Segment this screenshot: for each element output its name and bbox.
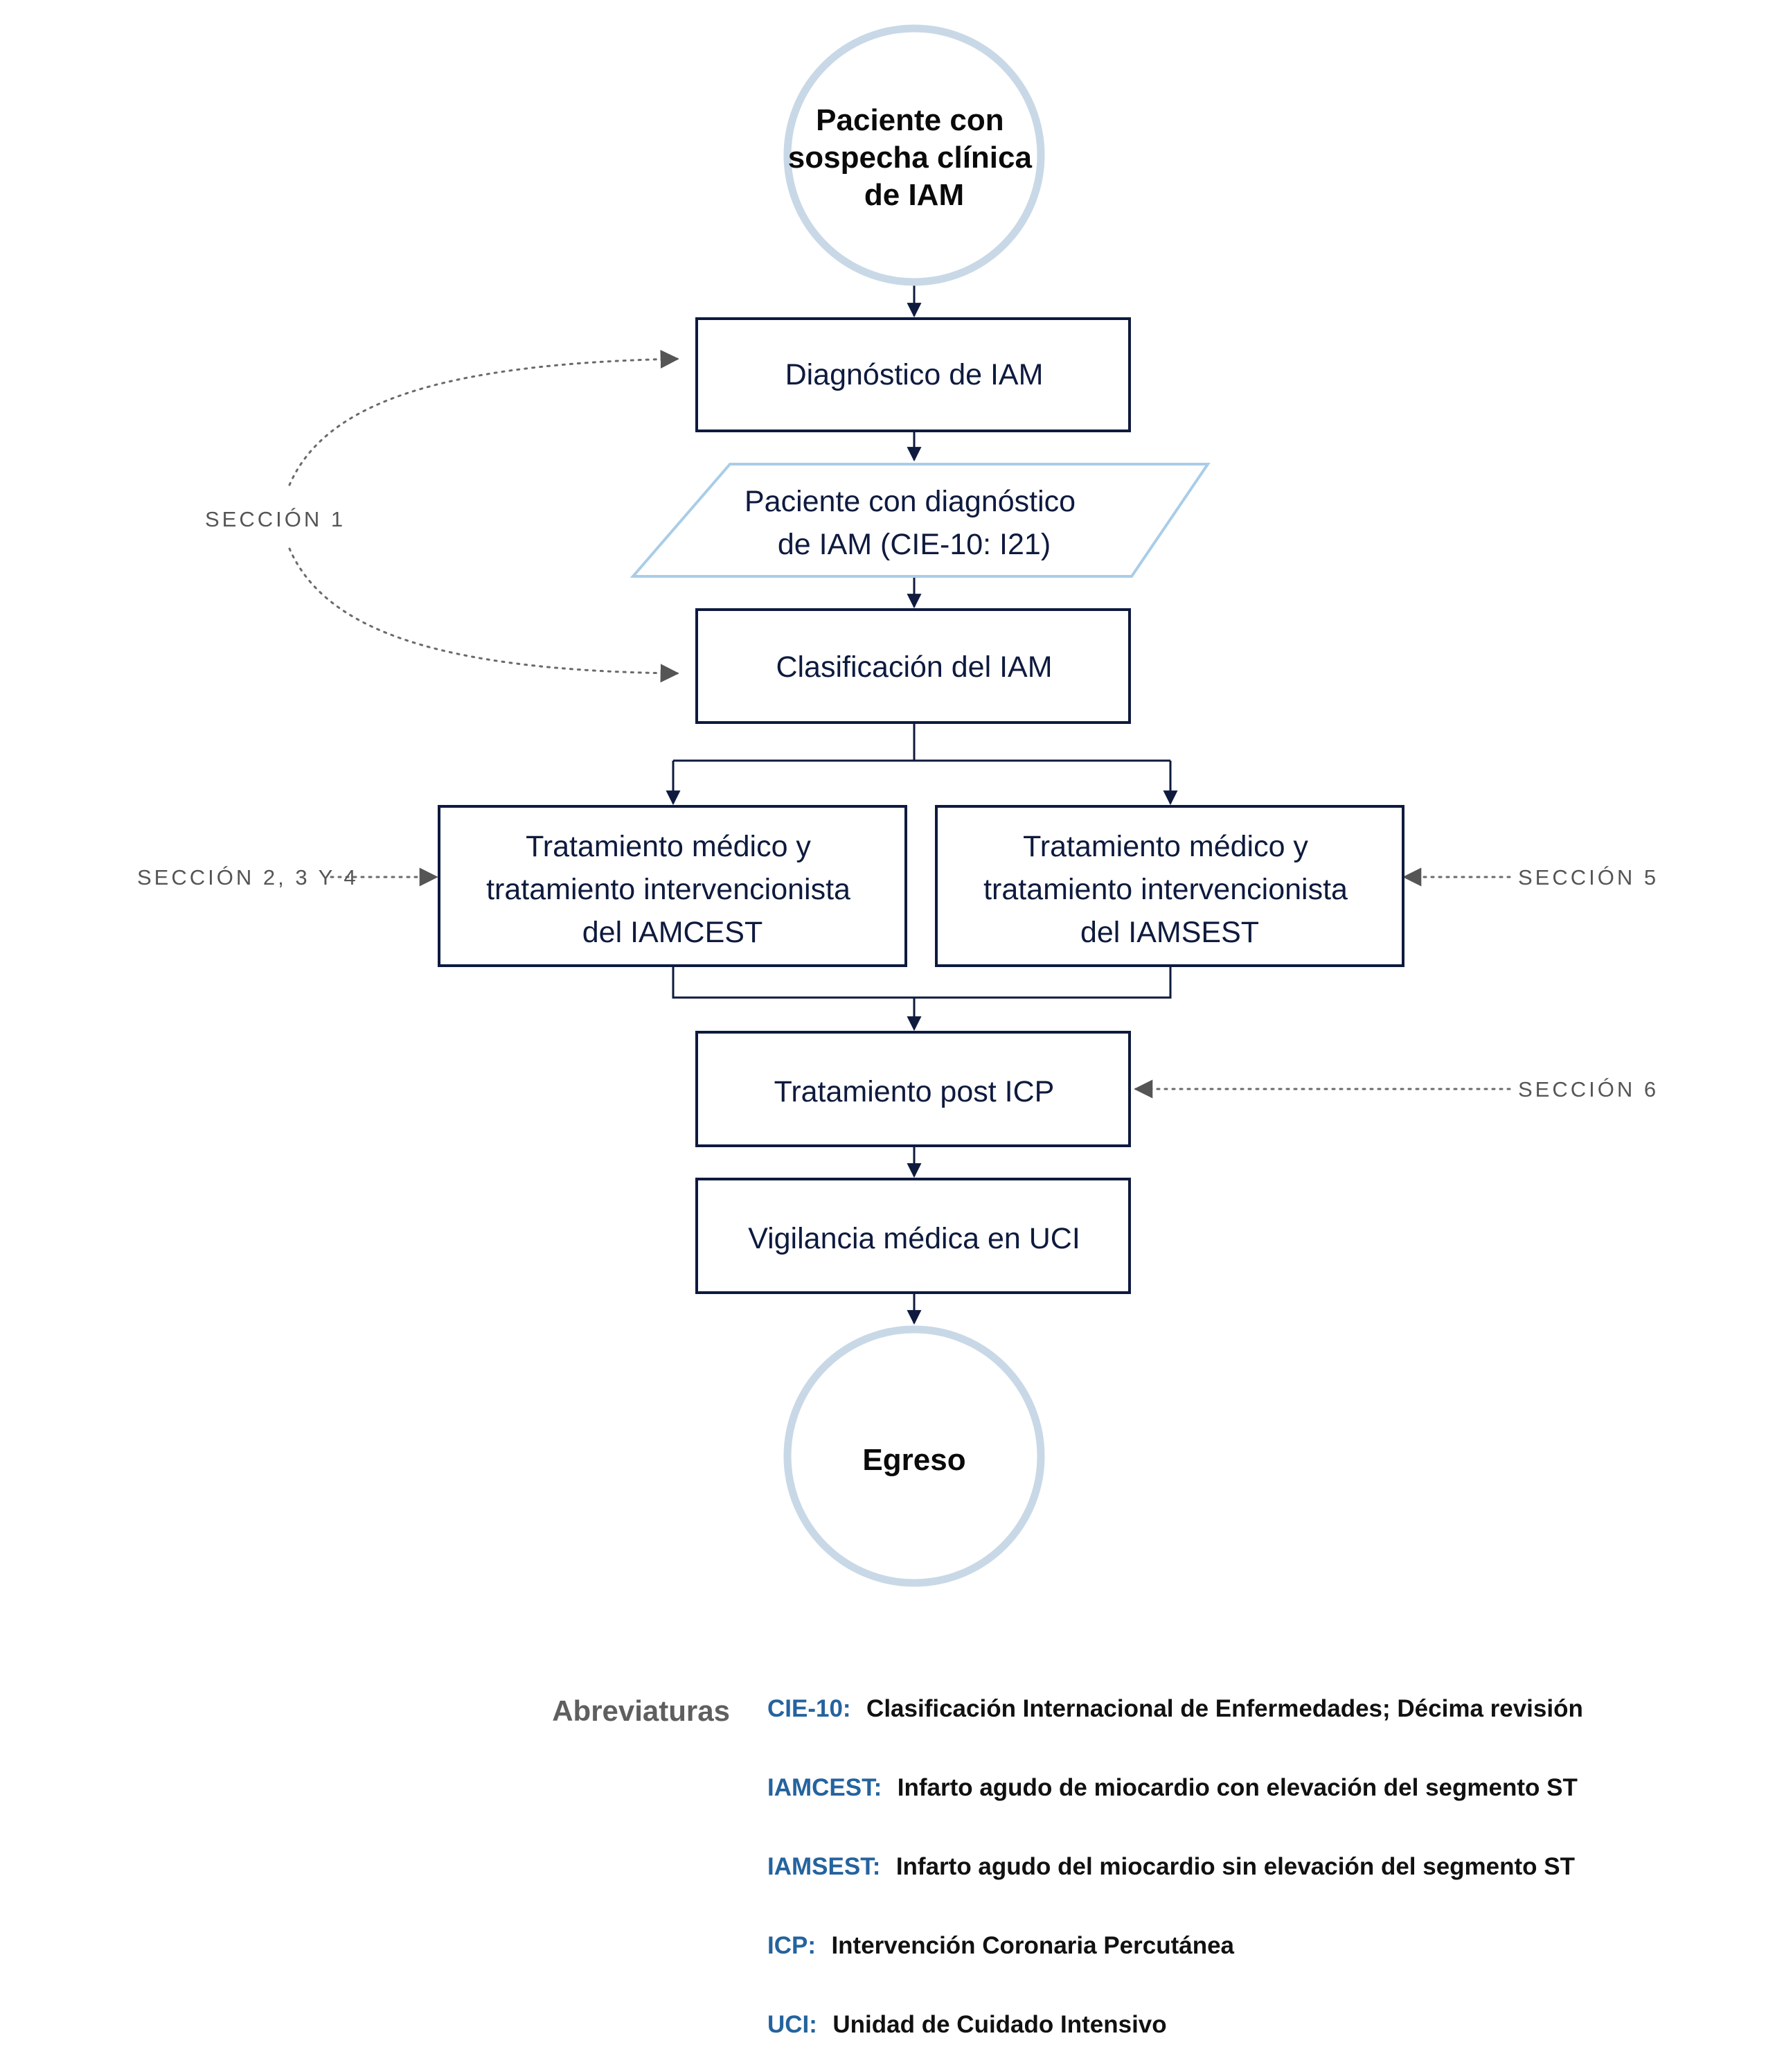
iamsest-label: Tratamiento médico y tratamiento interve… — [983, 830, 1356, 949]
paciente-diagnostico-node: Paciente con diagnóstico de IAM (CIE-10:… — [630, 463, 1211, 578]
section-5-label: SECCIÓN 5 — [1518, 865, 1659, 889]
section-6-label: SECCIÓN 6 — [1518, 1077, 1659, 1101]
vigilancia-label: Vigilancia médica en UCI — [748, 1222, 1080, 1255]
clasificacion-label: Clasificación del IAM — [776, 650, 1052, 684]
connector-merge — [672, 966, 1172, 999]
diagnostico-label: Diagnóstico de IAM — [785, 358, 1044, 391]
section-pointers — [288, 350, 1511, 1099]
start-label: Paciente con sospecha clínica de IAM — [788, 103, 1040, 212]
iamcest-node: Tratamiento médico y tratamiento interve… — [438, 805, 907, 967]
diagnostico-node: Diagnóstico de IAM — [695, 317, 1131, 432]
legend-item: ICP: Intervención Coronaria Percutánea — [767, 1932, 1235, 1959]
vigilancia-node: Vigilancia médica en UCI — [695, 1178, 1131, 1294]
section-1-pointer-top — [288, 350, 679, 486]
connectors — [666, 284, 1178, 1325]
end-label: Egreso — [862, 1443, 965, 1477]
start-node: Paciente con sospecha clínica de IAM — [783, 24, 1045, 286]
connector-split — [673, 723, 916, 762]
section-1-label: SECCIÓN 1 — [205, 507, 346, 531]
legend-item: IAMSEST: Infarto agudo del miocardio sin… — [767, 1853, 1575, 1880]
legend-item: IAMCEST: Infarto agudo de miocardio con … — [767, 1774, 1578, 1801]
clasificacion-node: Clasificación del IAM — [695, 608, 1131, 724]
legend-title: Abreviaturas — [552, 1694, 730, 1727]
legend-item: UCI: Unidad de Cuidado Intensivo — [767, 2011, 1167, 2038]
legend: Abreviaturas CIE-10: Clasificación Inter… — [552, 1694, 1583, 2038]
end-node: Egreso — [783, 1325, 1045, 1587]
post-icp-label: Tratamiento post ICP — [774, 1075, 1055, 1108]
section-1-pointer-bottom — [288, 547, 679, 683]
section-234-label: SECCIÓN 2, 3 Y 4 — [137, 865, 359, 889]
legend-item: CIE-10: Clasificación Internacional de E… — [767, 1695, 1583, 1722]
iamcest-label: Tratamiento médico y tratamiento interve… — [486, 830, 859, 949]
post-icp-node: Tratamiento post ICP — [695, 1031, 1131, 1147]
iamsest-node: Tratamiento médico y tratamiento interve… — [935, 805, 1404, 967]
paciente-diagnostico-label: Paciente con diagnóstico de IAM (CIE-10:… — [744, 485, 1084, 561]
